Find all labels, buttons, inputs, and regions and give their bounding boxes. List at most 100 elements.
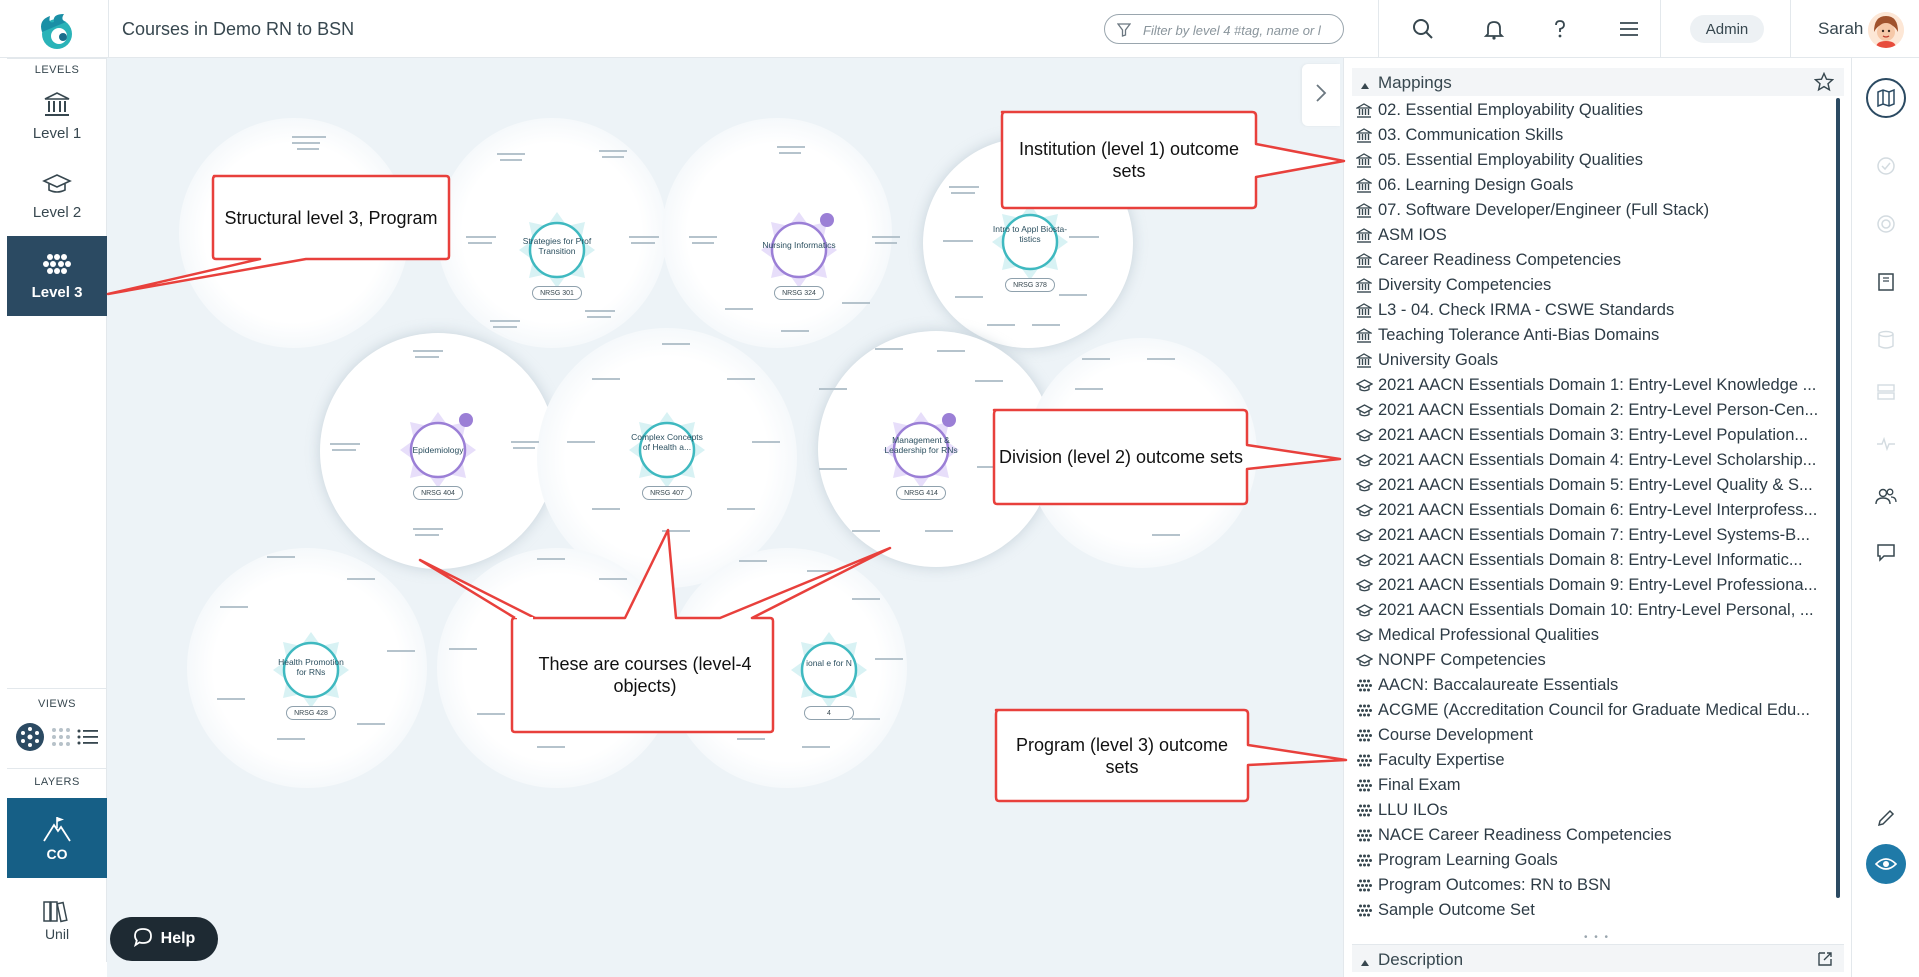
mapping-item[interactable]: 2021 AACN Essentials Domain 4: Entry-Lev…: [1356, 448, 1838, 473]
resize-handle[interactable]: • • •: [1584, 932, 1611, 943]
avatar[interactable]: [1868, 12, 1904, 48]
filter-search-box[interactable]: [1104, 14, 1344, 44]
mapping-item[interactable]: 03. Communication Skills: [1356, 123, 1838, 148]
course-node[interactable]: Epidemiology NRSG 404: [396, 408, 480, 500]
institution-icon: [1356, 353, 1374, 368]
mapping-label: ACGME (Accreditation Council for Graduat…: [1378, 701, 1810, 719]
help-button[interactable]: Help: [110, 917, 218, 961]
mapping-item[interactable]: NACE Career Readiness Competencies: [1356, 823, 1838, 848]
mapping-item[interactable]: 2021 AACN Essentials Domain 7: Entry-Lev…: [1356, 523, 1838, 548]
graduation-cap-icon: [1356, 629, 1374, 642]
search-icon[interactable]: [1410, 16, 1436, 42]
mapping-item[interactable]: Program Learning Goals: [1356, 848, 1838, 873]
mapping-item[interactable]: 2021 AACN Essentials Domain 9: Entry-Lev…: [1356, 573, 1838, 598]
mapping-item[interactable]: ACGME (Accreditation Council for Graduat…: [1356, 698, 1838, 723]
mapping-label: Career Readiness Competencies: [1378, 251, 1622, 269]
users-icon[interactable]: [1866, 476, 1906, 516]
course-node[interactable]: Complex Concepts of Health a... NRSG 407: [625, 408, 709, 500]
mapping-item[interactable]: 06. Learning Design Goals: [1356, 173, 1838, 198]
course-node[interactable]: Management & Leadership for RNs NRSG 414: [879, 408, 963, 500]
comment-icon[interactable]: [1866, 532, 1906, 572]
course-code-badge: NRSG 301: [532, 286, 582, 300]
mapping-item[interactable]: ASM IOS: [1356, 223, 1838, 248]
layer-unil-label: Unil: [44, 925, 70, 942]
mapping-item[interactable]: Final Exam: [1356, 773, 1838, 798]
mapping-item[interactable]: 02. Essential Employability Qualities: [1356, 98, 1838, 123]
mappings-scrollbar[interactable]: [1836, 98, 1840, 898]
level-1-button[interactable]: Level 1: [7, 76, 107, 156]
target-icon[interactable]: [1866, 204, 1906, 244]
pencil-icon[interactable]: [1866, 798, 1906, 838]
mapping-label: Program Learning Goals: [1378, 851, 1558, 869]
admin-button[interactable]: Admin: [1690, 15, 1764, 43]
graduation-cap-icon: [1356, 379, 1374, 392]
program-dots-icon: [1356, 779, 1374, 792]
mapping-label: Course Development: [1378, 726, 1533, 744]
divider: [1790, 0, 1791, 58]
book-icon[interactable]: [1866, 262, 1906, 302]
radial-view-icon[interactable]: [15, 722, 45, 757]
mapping-item[interactable]: 2021 AACN Essentials Domain 8: Entry-Lev…: [1356, 548, 1838, 573]
eye-icon[interactable]: [1866, 844, 1906, 884]
institution-icon: [1356, 228, 1374, 243]
pulse-icon[interactable]: [1866, 424, 1906, 464]
layer-unil-button[interactable]: Unil: [7, 880, 107, 960]
divider: [7, 768, 107, 769]
institution-icon: [1356, 178, 1374, 193]
mappings-header[interactable]: Mappings: [1352, 68, 1844, 96]
mapping-item[interactable]: Teaching Tolerance Anti-Bias Domains: [1356, 323, 1838, 348]
graduation-cap-icon: [1356, 604, 1374, 617]
level-2-button[interactable]: Level 2: [7, 156, 107, 236]
mapping-item[interactable]: Career Readiness Competencies: [1356, 248, 1838, 273]
check-circle-icon[interactable]: [1866, 146, 1906, 186]
mapping-item[interactable]: Medical Professional Qualities: [1356, 623, 1838, 648]
graduation-cap-icon: [42, 172, 72, 200]
mapping-item[interactable]: 2021 AACN Essentials Domain 2: Entry-Lev…: [1356, 398, 1838, 423]
course-name: Intro to Appl Biosta-tistics: [992, 224, 1068, 244]
course-node[interactable]: Strategies for Prof Transition NRSG 301: [515, 208, 599, 300]
expand-panel-button[interactable]: [1302, 64, 1340, 126]
mapping-item[interactable]: 2021 AACN Essentials Domain 6: Entry-Lev…: [1356, 498, 1838, 523]
course-node[interactable]: Nursing Informatics NRSG 324: [757, 208, 841, 300]
edit-external-icon[interactable]: [1816, 950, 1834, 973]
course-name: Strategies for Prof Transition: [522, 236, 592, 256]
mapping-item[interactable]: AACN: Baccalaureate Essentials: [1356, 673, 1838, 698]
mapping-item[interactable]: 2021 AACN Essentials Domain 10: Entry-Le…: [1356, 598, 1838, 623]
bell-icon[interactable]: [1481, 16, 1507, 42]
filter-input[interactable]: [1143, 20, 1337, 40]
description-header[interactable]: Description: [1352, 944, 1844, 972]
mapping-item[interactable]: Program Outcomes: RN to BSN: [1356, 873, 1838, 898]
list-view-icon[interactable]: [77, 728, 99, 751]
app-logo-icon[interactable]: [30, 10, 80, 52]
mapping-item[interactable]: L3 - 04. Check IRMA - CSWE Standards: [1356, 298, 1838, 323]
mapping-label: Teaching Tolerance Anti-Bias Domains: [1378, 326, 1660, 344]
mapping-item[interactable]: 05. Essential Employability Qualities: [1356, 148, 1838, 173]
course-node[interactable]: Health Promotion for RNs NRSG 428: [269, 628, 353, 720]
mapping-item[interactable]: Course Development: [1356, 723, 1838, 748]
program-dots-icon: [1356, 879, 1374, 892]
mapping-item[interactable]: 07. Software Developer/Engineer (Full St…: [1356, 198, 1838, 223]
layer-co-button[interactable]: CO: [7, 798, 107, 878]
mapping-item[interactable]: Diversity Competencies: [1356, 273, 1838, 298]
star-icon[interactable]: [1813, 71, 1835, 97]
institution-icon: [1356, 203, 1374, 218]
mapping-item[interactable]: 2021 AACN Essentials Domain 3: Entry-Lev…: [1356, 423, 1838, 448]
layers-icon[interactable]: [1866, 372, 1906, 412]
mapping-item[interactable]: University Goals: [1356, 348, 1838, 373]
mapping-label: Program Outcomes: RN to BSN: [1378, 876, 1611, 894]
mapping-item[interactable]: Sample Outcome Set: [1356, 898, 1838, 923]
mapping-label: AACN: Baccalaureate Essentials: [1378, 676, 1619, 694]
help-question-icon[interactable]: [1547, 16, 1573, 42]
mapping-item[interactable]: 2021 AACN Essentials Domain 5: Entry-Lev…: [1356, 473, 1838, 498]
menu-icon[interactable]: [1616, 16, 1642, 42]
grid-view-icon[interactable]: [50, 726, 72, 753]
database-icon[interactable]: [1866, 320, 1906, 360]
map-icon[interactable]: [1866, 78, 1906, 118]
mapping-item[interactable]: Faculty Expertise: [1356, 748, 1838, 773]
mapping-item[interactable]: NONPF Competencies: [1356, 648, 1838, 673]
mapping-item[interactable]: LLU ILOs: [1356, 798, 1838, 823]
level-3-button[interactable]: Level 3: [7, 236, 107, 316]
user-name[interactable]: Sarah: [1818, 19, 1864, 38]
mapping-item[interactable]: 2021 AACN Essentials Domain 1: Entry-Lev…: [1356, 373, 1838, 398]
course-node[interactable]: Intro to Appl Biosta-tistics NRSG 378: [988, 200, 1072, 292]
